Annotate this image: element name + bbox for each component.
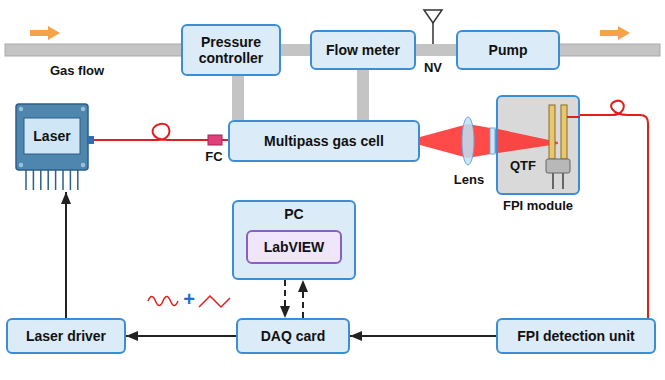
laser-beam	[420, 124, 496, 158]
node-label: QTF	[510, 159, 536, 174]
optical-fiber	[567, 116, 580, 118]
screw	[81, 107, 85, 111]
node-label: Pressure controller	[183, 34, 279, 66]
process-box: Laser driver	[6, 318, 126, 354]
optical-fiber	[580, 101, 648, 318]
signal-arrow	[284, 280, 286, 318]
laser-pin	[25, 170, 27, 190]
text-label: FC	[205, 149, 222, 164]
text-label: NV	[424, 60, 442, 75]
signal-arrow	[126, 335, 236, 337]
laser-body	[16, 104, 88, 170]
ramp-signal	[199, 296, 230, 307]
node-label: DAQ card	[258, 328, 329, 344]
process-box: Flow meter	[310, 30, 416, 70]
node-label: Pump	[486, 42, 531, 58]
laser-pins	[26, 170, 78, 190]
laser-pin	[70, 170, 72, 190]
fiber-connector	[208, 135, 222, 145]
laser-label-plate	[24, 118, 80, 154]
node-label: FPI module	[478, 199, 598, 214]
node-label: LabVIEW	[261, 239, 328, 255]
fiber-port	[88, 136, 94, 144]
needle-valve	[424, 10, 442, 23]
gas-line	[232, 76, 244, 120]
needle-valve	[432, 22, 434, 44]
gas-pipe	[556, 44, 660, 56]
screw	[81, 163, 85, 167]
text-label: Gas flow	[50, 63, 104, 78]
process-box: DAQ card	[236, 318, 350, 354]
screw	[19, 107, 23, 111]
qtf-base	[546, 159, 570, 173]
gas-line	[281, 44, 310, 56]
node-label: Laser driver	[23, 328, 109, 344]
gas-line	[416, 44, 456, 56]
flow-arrow	[600, 26, 630, 40]
laser-pin	[55, 170, 57, 190]
process-box: Pressure controller	[181, 24, 281, 76]
laser-node: Laser	[10, 102, 94, 192]
node-label: PC	[281, 206, 306, 222]
process-box: LabVIEW	[246, 230, 342, 264]
qtf-pin	[562, 173, 564, 189]
text-label: +	[183, 288, 195, 311]
node-label: Flow meter	[323, 42, 403, 58]
signal-arrow	[350, 335, 496, 337]
laser-module	[10, 102, 94, 192]
optical-window	[490, 128, 495, 154]
process-box: FPI detection unit	[496, 318, 656, 354]
fpi-module-box: QTFFPI module	[496, 95, 580, 195]
screw	[19, 163, 23, 167]
flow-arrow	[30, 26, 60, 40]
gas-line	[357, 70, 369, 120]
laser-pin	[77, 170, 79, 190]
qtf-pin	[552, 173, 554, 189]
node-label: Laser	[24, 118, 80, 154]
process-box: Multipass gas cell	[228, 120, 420, 162]
laser-pin	[62, 170, 64, 190]
laser-pin	[40, 170, 42, 190]
node-label: Multipass gas cell	[261, 133, 387, 149]
gas-pipe	[5, 44, 190, 56]
node-label: FPI detection unit	[514, 328, 637, 344]
laser-pin	[47, 170, 49, 190]
sine-signal	[148, 297, 178, 306]
qtf-prong	[549, 105, 555, 159]
process-box: Pump	[456, 30, 560, 70]
signal-arrow	[302, 280, 304, 318]
process-box: PC LabVIEW	[232, 200, 356, 280]
lens-shape	[462, 117, 474, 165]
qtf-drawing	[498, 97, 578, 193]
signal-arrow	[65, 192, 67, 318]
text-label: Lens	[454, 172, 484, 187]
qtf-prong	[561, 105, 567, 159]
laser-pin	[33, 170, 35, 190]
